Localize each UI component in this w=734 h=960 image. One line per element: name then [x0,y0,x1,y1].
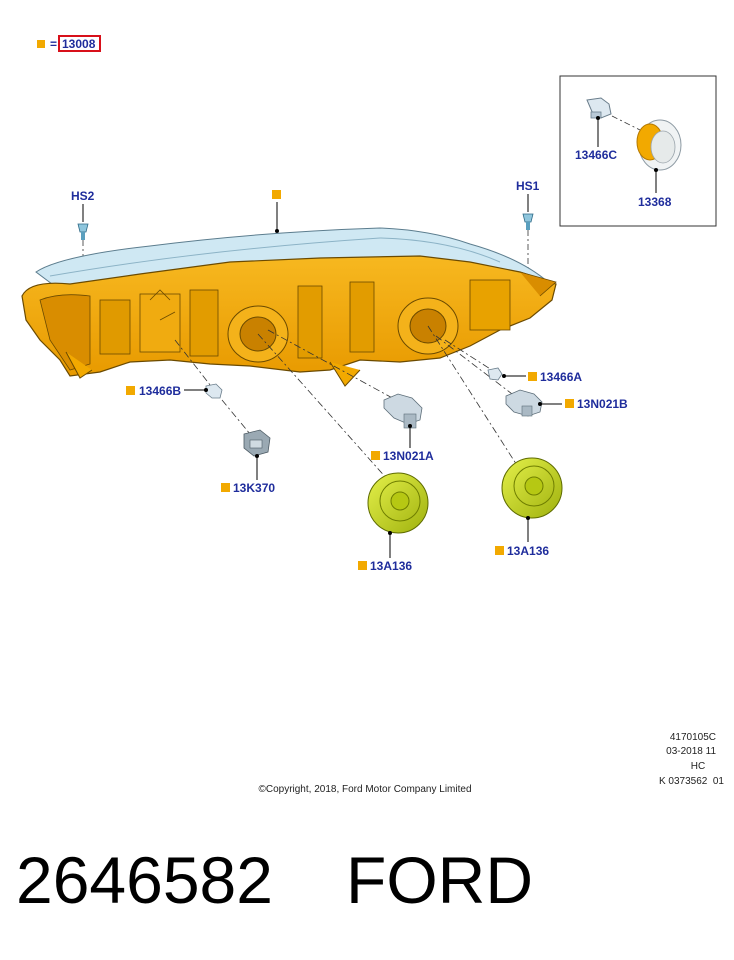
callout-13a136-left-group: 13A136 [358,531,412,573]
housing-marker [272,190,281,199]
bulb-icon [205,383,223,399]
part-number: 2646582 [16,843,273,917]
leader-lines [174,325,521,481]
callout-13466a-group: 13466A [502,370,582,384]
callout-hs1[interactable]: HS1 [516,179,540,193]
callout-housing-group [272,190,281,233]
screw-icon [522,213,534,230]
callout-13a136-right-group: 13A136 [495,516,549,558]
inset-frame [559,75,717,227]
callout-13n021b-group: 13N021B [538,397,628,411]
callout-13k370[interactable]: 13K370 [233,481,275,495]
dust-cap-icon [367,472,429,534]
bulb-icon [505,389,543,417]
marker-13a136-left [358,561,367,570]
callout-13a136-right[interactable]: 13A136 [507,544,549,558]
dust-cap-icon [501,457,563,519]
legend-equals: = [50,37,57,51]
legend: = 13008 [37,35,101,52]
callout-hs1-group: HS1 [516,179,540,280]
callout-13k370-group: 13K370 [221,454,275,495]
callout-13n021a[interactable]: 13N021A [383,449,434,463]
callout-13466a[interactable]: 13466A [540,370,582,384]
callout-13n021a-group: 13N021A [371,424,434,463]
inset-panel: 13466C 13368 [559,75,717,227]
side-marker-lamp-icon [636,119,682,171]
legend-part-ref[interactable]: 13008 [62,37,96,51]
marker-13k370 [221,483,230,492]
callout-13a136-left[interactable]: 13A136 [370,559,412,573]
marker-13n021a [371,451,380,460]
callout-hs2-group: HS2 [71,189,95,365]
marker-13466a [528,372,537,381]
callout-13466b-group: 13466B [126,384,208,398]
headlamp-housing-icon [21,227,557,387]
illustration-date: 03-2018 11 [666,746,716,757]
brand-name: FORD [346,843,533,917]
illustration-meta: 4170105C 03-2018 11 HC K 0373562 01 ©Cop… [258,732,724,795]
callout-hs2[interactable]: HS2 [71,189,95,203]
marker-13466b [126,386,135,395]
bulb-icon [487,367,503,381]
illustration-hc: HC [691,761,705,772]
illustration-ref: K 0373562 01 [659,776,724,787]
bulb-icon [383,393,423,429]
screw-icon [77,223,89,240]
marker-13a136-right [495,546,504,555]
legend-highlight-box [58,35,101,52]
callout-13368[interactable]: 13368 [638,195,672,209]
callout-13n021b[interactable]: 13N021B [577,397,628,411]
copyright: ©Copyright, 2018, Ford Motor Company Lim… [258,784,471,795]
callout-13466b[interactable]: 13466B [139,384,181,398]
marker-13n021b [565,399,574,408]
bulb-socket-icon [243,429,271,457]
illustration-code: 4170105C [670,732,716,743]
footer: 2646582 FORD [16,843,533,917]
callout-13466c[interactable]: 13466C [575,148,617,162]
legend-marker [37,40,45,48]
